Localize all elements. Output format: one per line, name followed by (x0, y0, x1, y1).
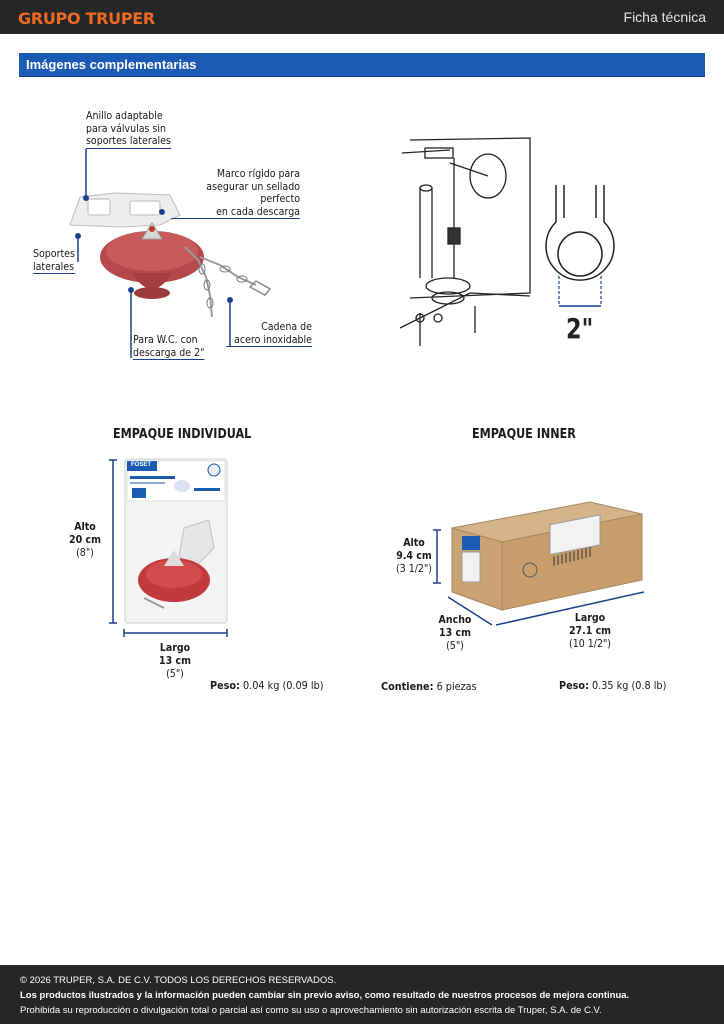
callout-marco: Marco rígido para asegurar un sellado pe… (150, 167, 300, 219)
spec-label: Peso: (210, 679, 240, 692)
callout-soportes: Soportes laterales (33, 247, 82, 274)
inner-dimension-lines (433, 529, 645, 626)
heading-empaque-individual: EMPAQUE INDIVIDUAL (113, 427, 252, 442)
dimension-inches: (5") (446, 639, 464, 652)
callout-line: Cadena de (261, 320, 312, 333)
callout-leaders (75, 149, 233, 358)
individual-alto-dimension: Alto 20 cm (8") (66, 520, 104, 559)
flapper-product-image (69, 192, 272, 318)
inner-peso: Peso: 0.35 kg (0.8 lb) (559, 679, 666, 692)
dimension-inches: (5") (166, 667, 184, 680)
inner-largo-dimension: Largo 27.1 cm (10 1/2") (566, 611, 614, 650)
individual-peso: Peso: 0.04 kg (0.09 lb) (210, 679, 324, 692)
dimension-inches: (3 1/2") (396, 562, 432, 575)
inner-contiene: Contiene: 6 piezas (381, 680, 477, 693)
dimension-label: Largo (574, 611, 606, 624)
dimension-inches: (10 1/2") (568, 637, 612, 650)
top-bar: GRUPO TRUPER Ficha técnica (0, 0, 724, 34)
callout-line: laterales (33, 259, 75, 274)
heading-empaque-inner: EMPAQUE INNER (472, 427, 576, 442)
spec-label: Contiene: (381, 680, 434, 693)
callout-line: Marco rígido para (216, 167, 300, 180)
callout-anillo: Anillo adaptable para válvulas sin sopor… (86, 109, 185, 149)
callout-line: acero inoxidable (226, 333, 312, 347)
dimension-label: Ancho (438, 613, 472, 626)
dimension-value: 13 cm (159, 654, 191, 667)
brand-logo: GRUPO TRUPER (18, 9, 155, 28)
dimension-label: Alto (74, 520, 96, 533)
toilet-installation-diagram (399, 137, 531, 346)
flapper-size-icon (545, 185, 615, 307)
spec-value: 0.35 kg (0.8 lb) (592, 679, 667, 692)
callout-line: para válvulas sin (86, 121, 167, 135)
individual-largo-dimension: Largo 13 cm (5") (154, 641, 197, 680)
footer-legal: Prohibida su reproducción o divulgación … (20, 1005, 602, 1016)
spec-value: 0.04 kg (0.09 lb) (243, 679, 324, 692)
dimension-inches: (8") (76, 546, 94, 559)
dimension-label: Largo (159, 641, 191, 654)
flapper-size-label: 2" (566, 312, 594, 345)
inner-ancho-dimension: Ancho 13 cm (5") (434, 613, 477, 652)
individual-dimension-lines (109, 459, 228, 637)
section-title: Imágenes complementarias (26, 57, 197, 72)
dimension-label: Alto (403, 536, 425, 549)
spec-value: 6 piezas (436, 680, 477, 693)
dimension-value: 27.1 cm (568, 624, 612, 637)
callout-line: en cada descarga (171, 205, 300, 219)
callout-line: descarga de 2" (133, 345, 205, 360)
callout-line: Para W.C. con (133, 333, 198, 346)
footer-notice: Los productos ilustrados y la informació… (20, 990, 630, 1001)
callout-cadena: Cadena de acero inoxidable (212, 320, 312, 347)
callout-line: asegurar un sellado perfecto (206, 179, 300, 205)
callout-wc: Para W.C. con descarga de 2" (133, 333, 216, 360)
callout-line: Anillo adaptable (86, 109, 163, 122)
spec-label: Peso: (559, 679, 589, 692)
dimension-value: 20 cm (69, 533, 101, 546)
dimension-value: 9.4 cm (396, 549, 432, 562)
inner-alto-dimension: Alto 9.4 cm (3 1/2") (393, 536, 434, 575)
dimension-value: 13 cm (439, 626, 471, 639)
individual-package-brand: FOSET (131, 462, 152, 468)
document-type: Ficha técnica (623, 9, 706, 25)
inner-box-image (451, 501, 643, 611)
footer: © 2026 TRUPER, S.A. DE C.V. TODOS LOS DE… (0, 965, 724, 1024)
callout-line: soportes laterales (86, 134, 171, 149)
footer-copyright: © 2026 TRUPER, S.A. DE C.V. TODOS LOS DE… (20, 975, 337, 986)
callout-line: Soportes (33, 247, 75, 260)
section-header: Imágenes complementarias (19, 53, 705, 77)
individual-package-image (124, 458, 228, 624)
